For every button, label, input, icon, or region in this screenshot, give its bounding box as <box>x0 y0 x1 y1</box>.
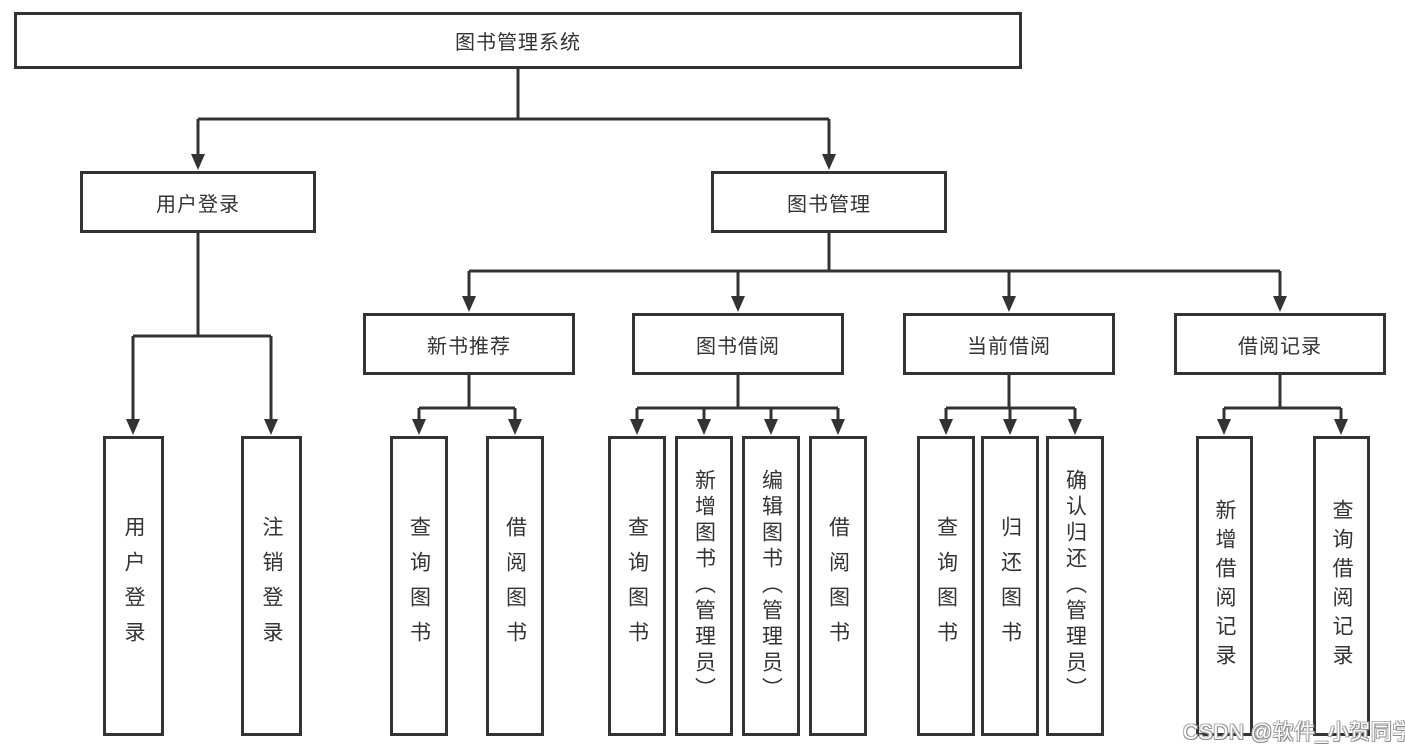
node-leaf-nbr-query-books-label: 查询图书 <box>407 516 431 656</box>
node-leaf-user-login: 用户登录 <box>103 436 164 736</box>
node-book-management-label: 图书管理 <box>787 193 871 216</box>
node-leaf-cb-confirm-return: 确认归还（管理员） <box>1046 436 1104 736</box>
node-leaf-user-login-label: 用户登录 <box>122 516 145 656</box>
node-leaf-cb-return-books: 归还图书 <box>981 436 1039 736</box>
node-leaf-bb-add-books: 新增图书（管理员） <box>675 436 733 736</box>
node-leaf-bb-borrow-books: 借阅图书 <box>809 436 867 736</box>
node-leaf-nbr-borrow-books: 借阅图书 <box>486 436 544 736</box>
node-borrow-records-label: 借阅记录 <box>1238 335 1322 358</box>
node-root-label: 图书管理系统 <box>455 32 581 54</box>
connector-borrowrecords-to-leaves <box>1217 375 1348 435</box>
node-leaf-bb-query-books: 查询图书 <box>608 436 666 736</box>
node-leaf-nbr-borrow-books-label: 借阅图书 <box>503 516 527 656</box>
node-book-borrow: 图书借阅 <box>632 313 844 375</box>
connector-userlogin-to-leaves <box>126 233 278 435</box>
connector-root-to-level1 <box>191 69 836 170</box>
node-leaf-nbr-query-books: 查询图书 <box>390 436 448 736</box>
connector-newbook-to-leaves <box>412 375 522 435</box>
node-leaf-cb-query-books: 查询图书 <box>917 436 975 736</box>
csdn-watermark: CSDN @软件_小贺同学 <box>1183 721 1405 744</box>
node-root: 图书管理系统 <box>14 12 1022 69</box>
node-leaf-bb-borrow-books-label: 借阅图书 <box>826 516 850 656</box>
node-user-login-label: 用户登录 <box>156 193 240 216</box>
connector-bookmgmt-to-level2 <box>462 233 1287 312</box>
node-leaf-cb-return-books-label: 归还图书 <box>998 516 1022 656</box>
node-leaf-br-add-record: 新增借阅记录 <box>1196 436 1253 736</box>
node-leaf-bb-edit-books: 编辑图书（管理员） <box>742 436 800 736</box>
connector-bookborrow-to-leaves <box>630 375 845 435</box>
node-leaf-cb-query-books-label: 查询图书 <box>934 516 958 656</box>
node-leaf-logout: 注销登录 <box>241 436 302 736</box>
node-leaf-cb-confirm-return-label: 确认归还（管理员） <box>1063 469 1087 703</box>
node-leaf-br-query-record-label: 查询借阅记录 <box>1330 499 1353 673</box>
node-leaf-bb-add-books-label: 新增图书（管理员） <box>692 469 716 703</box>
node-current-borrow-label: 当前借阅 <box>967 335 1051 358</box>
node-borrow-records: 借阅记录 <box>1174 313 1386 375</box>
node-new-book-recommend-label: 新书推荐 <box>427 335 511 358</box>
node-leaf-bb-query-books-label: 查询图书 <box>625 516 649 656</box>
node-current-borrow: 当前借阅 <box>903 313 1115 375</box>
node-leaf-logout-label: 注销登录 <box>260 516 283 656</box>
node-book-management: 图书管理 <box>711 171 947 233</box>
node-book-borrow-label: 图书借阅 <box>696 335 780 358</box>
connector-currentborrow-to-leaves <box>939 375 1082 435</box>
node-leaf-br-query-record: 查询借阅记录 <box>1313 436 1370 736</box>
node-leaf-bb-edit-books-label: 编辑图书（管理员） <box>759 469 783 703</box>
node-leaf-br-add-record-label: 新增借阅记录 <box>1213 499 1236 673</box>
node-new-book-recommend: 新书推荐 <box>363 313 575 375</box>
node-user-login: 用户登录 <box>80 171 316 233</box>
